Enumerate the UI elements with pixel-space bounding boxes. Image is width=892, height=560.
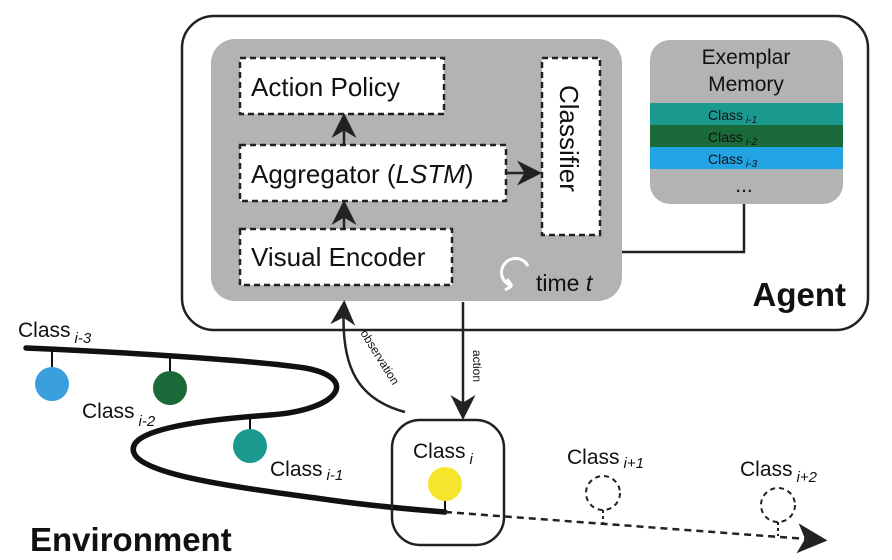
- class-node-i+1: [585, 475, 621, 511]
- visual-encoder-box: [238, 227, 454, 287]
- observation-label: observation: [357, 327, 402, 387]
- action-label: action: [470, 350, 484, 382]
- class-node-i-1: [233, 429, 267, 463]
- visual-encoder-label: Visual Encoder: [251, 242, 426, 272]
- aggregator-box: [238, 143, 508, 203]
- class-node-i-3: [35, 367, 69, 401]
- classifier-box: [540, 56, 602, 237]
- memory-row-bg-2: [650, 125, 843, 147]
- environment-label: Environment: [30, 521, 232, 558]
- exemplar-memory-title-1: Exemplar: [702, 46, 791, 69]
- class-node-i-2: [153, 371, 187, 405]
- exemplar-memory-title-2: Memory: [708, 73, 784, 96]
- memory-row-bg-3: [650, 147, 843, 169]
- action-policy-box: [238, 56, 446, 116]
- aggregator-label: Aggregator (LSTM): [251, 159, 474, 189]
- action-policy-label: Action Policy: [251, 72, 400, 102]
- memory-connector-line: [622, 204, 746, 254]
- classifier-label: Classifier: [554, 85, 584, 192]
- memory-row-bg-1: [650, 103, 843, 125]
- observation-arrow: [330, 300, 406, 414]
- environment-path: [23, 345, 448, 515]
- loop-icon: [500, 256, 530, 292]
- memory-ellipsis: ...: [735, 174, 753, 197]
- current-class-box: [390, 418, 506, 547]
- class-node-i: [428, 467, 462, 501]
- agent-label: Agent: [753, 276, 847, 313]
- future-path: [444, 510, 828, 554]
- class-node-i+2: [760, 487, 796, 523]
- time-label: time t: [536, 270, 594, 296]
